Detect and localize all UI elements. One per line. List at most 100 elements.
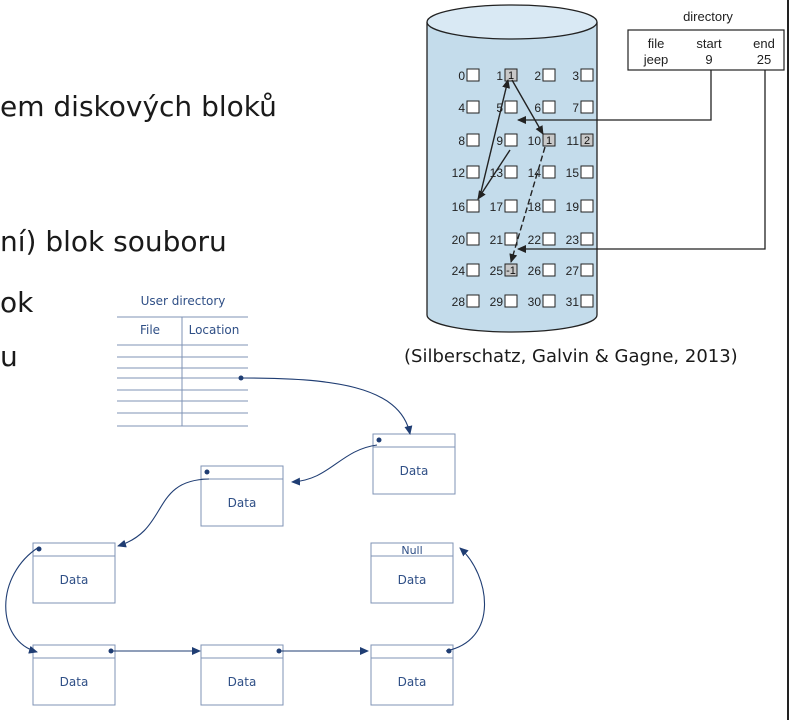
disk-block-number: 12 bbox=[452, 166, 466, 180]
disk-block-box bbox=[542, 232, 556, 246]
disk-block-box bbox=[542, 133, 556, 147]
disk-block-23: 23 bbox=[566, 232, 594, 247]
disk-block-11: 11 2 bbox=[567, 133, 594, 148]
disk-block-box bbox=[466, 232, 480, 246]
disk-block-number: 2 bbox=[534, 69, 541, 83]
data-block-2: Data bbox=[200, 465, 284, 527]
data-block-4: Data Null bbox=[370, 542, 454, 604]
disk-block-number: 11 bbox=[567, 134, 580, 148]
disk-block-box bbox=[580, 263, 594, 277]
disk-block-box bbox=[580, 294, 594, 308]
disk-block-number: 17 bbox=[490, 200, 504, 214]
chain-arrow-10-to-25 bbox=[509, 146, 546, 263]
disk-block-number: 4 bbox=[458, 101, 465, 115]
data-block-box bbox=[32, 644, 116, 706]
disk-block-box bbox=[504, 199, 518, 213]
user-directory-header-file: File bbox=[140, 323, 160, 337]
directory-header-start: start bbox=[696, 36, 722, 51]
disk-block-box bbox=[580, 232, 594, 246]
disk-block-box bbox=[580, 199, 594, 213]
disk-block-4: 4 bbox=[458, 100, 480, 115]
disk-block-number: 0 bbox=[458, 69, 465, 83]
disk-block-box bbox=[504, 232, 518, 246]
chain-arrow-16-to-1 bbox=[479, 79, 511, 197]
link-arrow-dir-to-b1 bbox=[240, 377, 413, 435]
disk-block-box bbox=[466, 263, 480, 277]
data-block-label: Data bbox=[398, 573, 427, 587]
disk-block-20: 20 bbox=[452, 232, 480, 247]
disk-block-box bbox=[580, 100, 594, 114]
disk-block-number: 25 bbox=[490, 264, 504, 278]
disk-block-box bbox=[542, 199, 556, 213]
disk-block-28: 28 bbox=[452, 294, 480, 309]
disk-block-box bbox=[542, 263, 556, 277]
disk-block-number: 7 bbox=[572, 101, 579, 115]
disk-block-16: 16 bbox=[452, 199, 480, 214]
disk-block-box bbox=[466, 294, 480, 308]
end-pointer-line bbox=[517, 70, 766, 253]
disk-block-box bbox=[504, 68, 518, 82]
data-block-3: Data bbox=[32, 542, 116, 604]
disk-block-next-pointer: 1 bbox=[508, 70, 514, 82]
slide-text-line-2: ní) blok souboru bbox=[0, 225, 227, 258]
user-directory-header-location: Location bbox=[189, 323, 240, 337]
disk-block-number: 31 bbox=[566, 295, 580, 309]
disk-block-number: 16 bbox=[452, 200, 466, 214]
link-arrow-b6-to-b7 bbox=[445, 547, 485, 652]
data-block-null-label: Null bbox=[401, 544, 422, 557]
disk-block-number: 27 bbox=[566, 264, 580, 278]
chain-arrow-9-to-16 bbox=[477, 149, 511, 200]
disk-block-30: 30 bbox=[528, 294, 556, 309]
chain-arrow-1-to-10 bbox=[511, 79, 544, 135]
data-block-label: Data bbox=[60, 675, 89, 689]
disk-cylinder-top bbox=[426, 4, 598, 40]
data-block-label: Data bbox=[400, 464, 429, 478]
disk-block-box bbox=[466, 100, 480, 114]
user-directory-table bbox=[117, 316, 248, 427]
link-arrow-b2-to-b3 bbox=[117, 478, 210, 548]
directory-cell-start: 9 bbox=[705, 52, 712, 67]
disk-block-21: 21 bbox=[490, 232, 518, 247]
disk-block-number: 23 bbox=[566, 233, 580, 247]
disk-block-number: 21 bbox=[490, 233, 504, 247]
slide-text-line-1: em diskových bloků bbox=[0, 90, 277, 123]
disk-block-6: 6 bbox=[534, 100, 556, 115]
disk-block-number: 15 bbox=[566, 166, 580, 180]
disk-block-number: 20 bbox=[452, 233, 466, 247]
disk-block-0: 0 bbox=[458, 68, 480, 83]
slide-right-border bbox=[787, 0, 789, 720]
disk-block-box bbox=[504, 100, 518, 114]
disk-block-3: 3 bbox=[572, 68, 594, 83]
disk-block-12: 12 bbox=[452, 165, 480, 180]
figure-citation: (Silberschatz, Galvin & Gagne, 2013) bbox=[404, 346, 738, 367]
disk-block-box bbox=[466, 133, 480, 147]
disk-block-22: 22 bbox=[528, 232, 556, 247]
disk-block-24: 24 bbox=[452, 263, 480, 278]
directory-cell-file: jeep bbox=[643, 52, 669, 67]
disk-block-number: 1 bbox=[496, 69, 503, 83]
user-directory-title: User directory bbox=[141, 294, 226, 308]
data-block-label: Data bbox=[398, 675, 427, 689]
disk-block-number: 19 bbox=[566, 200, 580, 214]
link-arrow-b1-to-b2 bbox=[291, 444, 378, 486]
data-block-box bbox=[200, 644, 284, 706]
data-block-pointer-dot bbox=[108, 648, 114, 654]
disk-block-number: 22 bbox=[528, 233, 542, 247]
disk-block-next-pointer: 2 bbox=[584, 135, 590, 147]
disk-block-box bbox=[466, 68, 480, 82]
disk-block-number: 26 bbox=[528, 264, 542, 278]
disk-block-box bbox=[580, 133, 594, 147]
disk-block-26: 26 bbox=[528, 263, 556, 278]
disk-block-9: 9 bbox=[496, 133, 518, 148]
disk-block-box bbox=[542, 68, 556, 82]
directory-title: directory bbox=[683, 9, 733, 24]
disk-block-box bbox=[580, 165, 594, 179]
data-block-box bbox=[370, 644, 454, 706]
disk-block-number: 8 bbox=[458, 134, 465, 148]
